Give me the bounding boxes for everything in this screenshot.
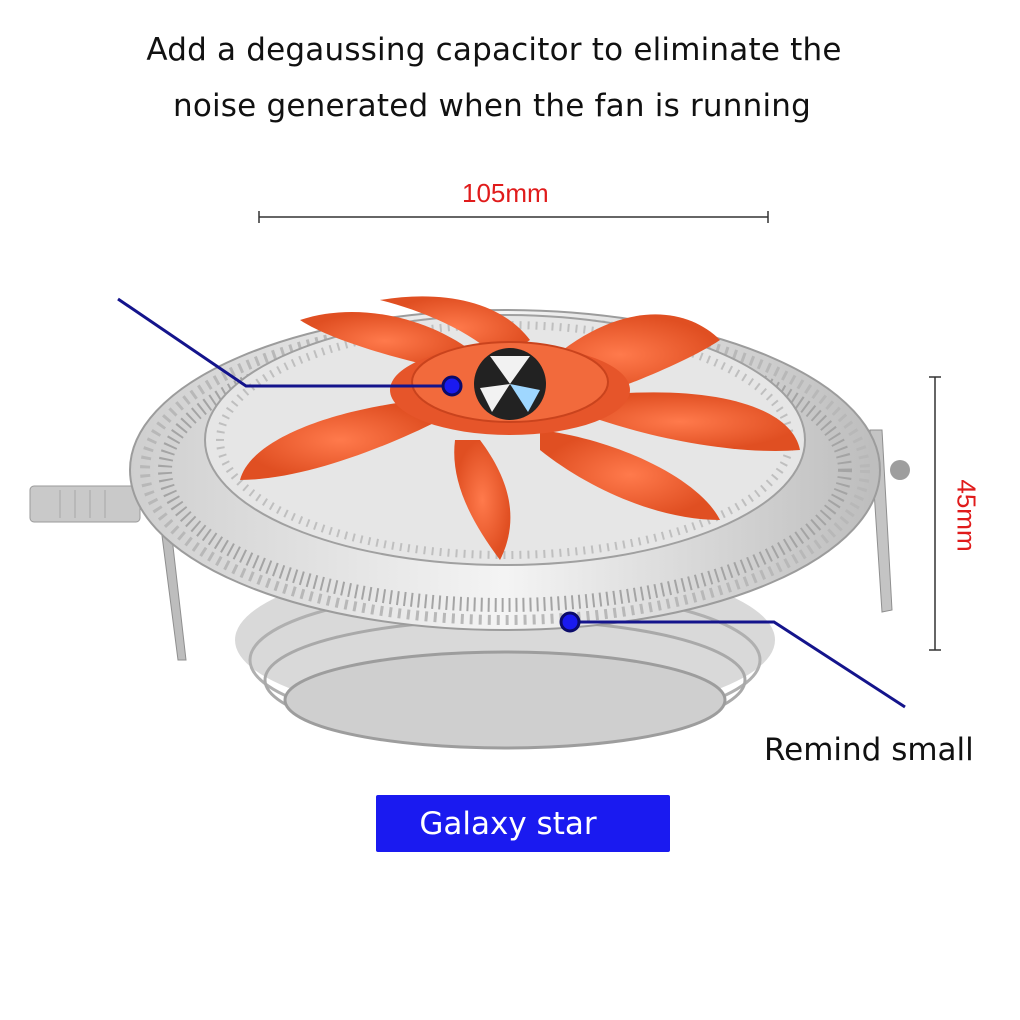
remind-small-label: Remind small [764,732,974,768]
headline-line-2: noise generated when the fan is running [172,88,812,124]
mounting-clip-left [29,485,187,661]
height-dimension-line [929,376,941,651]
height-dimension-label: 45mm [951,479,982,552]
fan-hub [390,341,630,435]
brand-badge: Galaxy star [376,795,670,852]
callout-line-capacitor [117,297,463,397]
width-dimension-label: 105mm [462,178,549,208]
heatsink-fins [129,309,881,631]
brand-label: Galaxy star [419,805,597,842]
headline-line-1: Add a degaussing capacitor to eliminate … [146,32,842,68]
width-dimension-line [258,211,769,223]
fan-blades [240,296,800,560]
callout-line-remind [559,611,906,709]
